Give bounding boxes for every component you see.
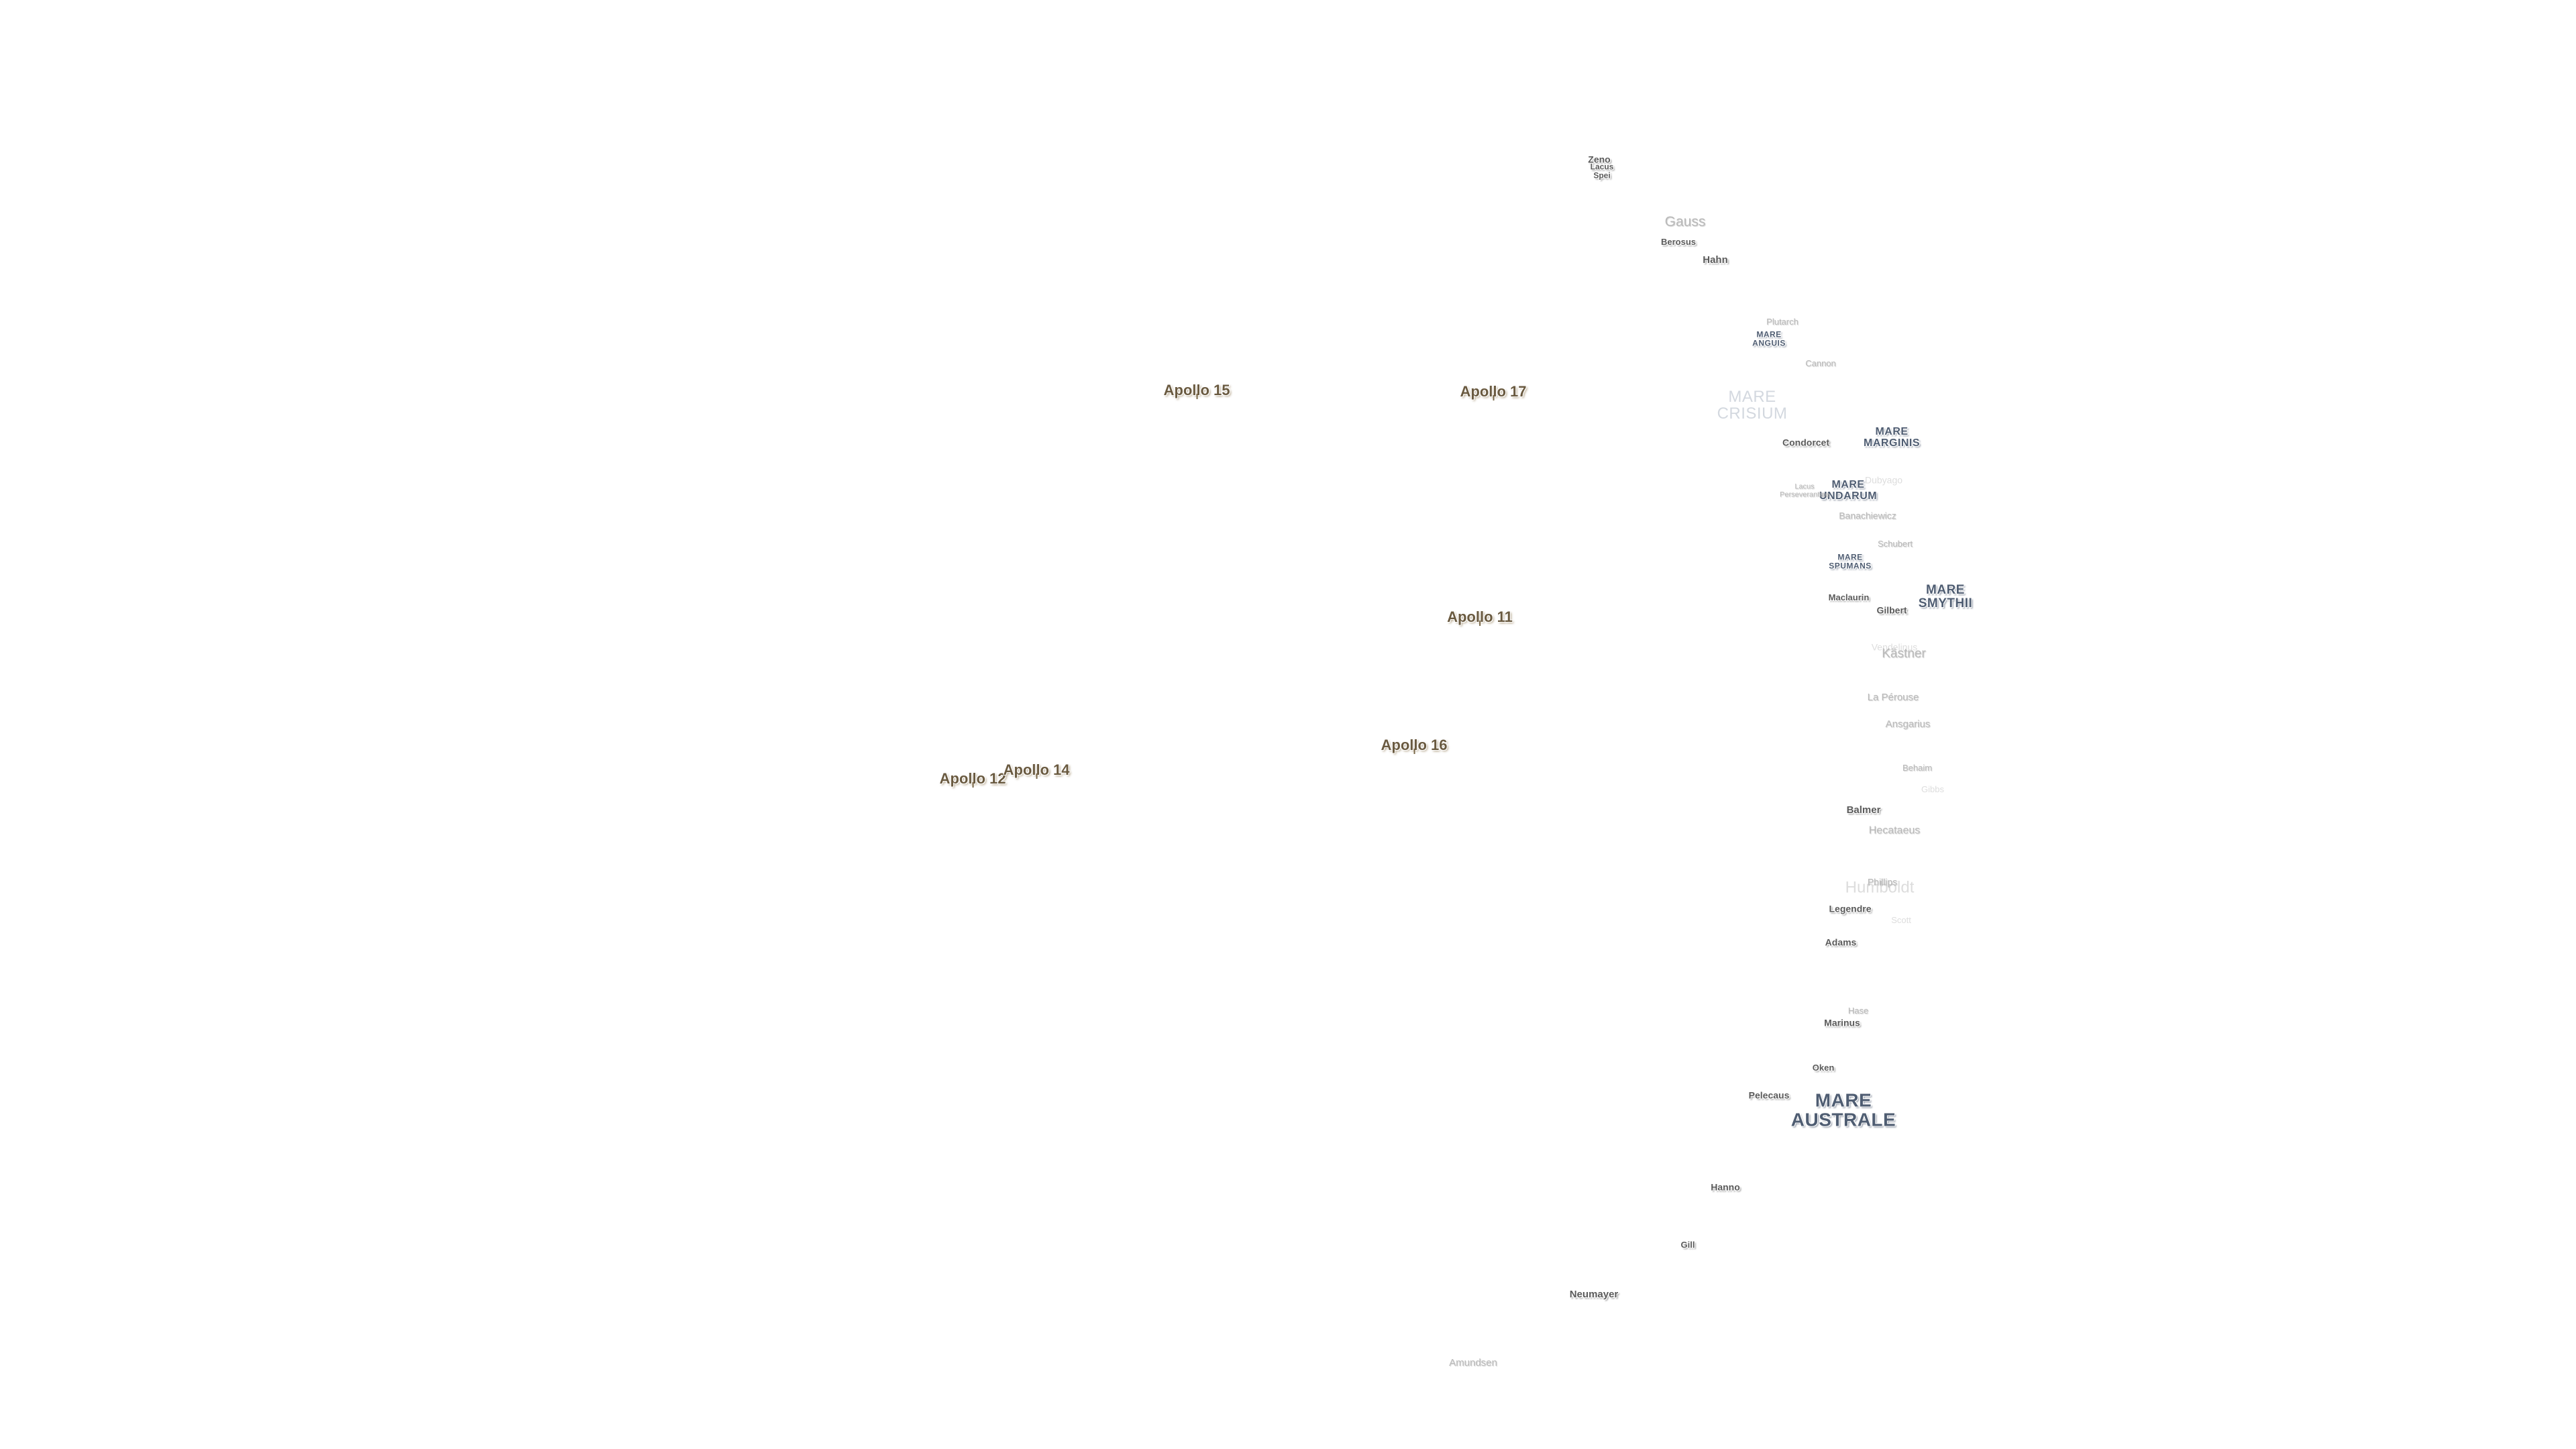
apollo-16-marker[interactable]: Apollo 16 bbox=[1381, 737, 1448, 755]
hecataeus-label: Hecataeus bbox=[1868, 824, 1921, 837]
kastner-label: Kästner bbox=[1882, 647, 1926, 661]
pelecaus-label: Pelecaus bbox=[1748, 1089, 1790, 1101]
cannon-label: Cannon bbox=[1805, 358, 1836, 369]
pin-icon bbox=[971, 782, 973, 788]
hahn-label: Hahn bbox=[1703, 254, 1728, 266]
pin-icon bbox=[1413, 749, 1415, 755]
neumayer-label: Neumayer bbox=[1569, 1289, 1619, 1301]
gibbs-label: Gibbs bbox=[1921, 784, 1944, 795]
condorcet-label: Condorcet bbox=[1782, 437, 1829, 448]
phillips-label: Phillips bbox=[1867, 876, 1898, 888]
banachiewicz-label: Banachiewicz bbox=[1839, 510, 1896, 521]
berosus-label: Berosus bbox=[1660, 237, 1697, 248]
scott-label: Scott bbox=[1891, 915, 1911, 926]
apollo-12-marker[interactable]: Apollo 12 bbox=[939, 770, 1006, 788]
la-perouse-label: La Pérouse bbox=[1867, 692, 1919, 704]
zeno-label: Zeno bbox=[1588, 154, 1611, 165]
pin-icon bbox=[1035, 773, 1037, 780]
balmer-label: Balmer bbox=[1846, 804, 1881, 816]
behaim-label: Behaim bbox=[1902, 763, 1933, 773]
pin-icon bbox=[1479, 621, 1481, 627]
dubyago-label: Dubyago bbox=[1864, 474, 1903, 486]
gilbert-label: Gilbert bbox=[1876, 604, 1907, 616]
plutarch-label: Plutarch bbox=[1766, 317, 1799, 327]
apollo-11-marker[interactable]: Apollo 11 bbox=[1447, 608, 1513, 627]
adams-label: Adams bbox=[1825, 936, 1857, 948]
hanno-label: Hanno bbox=[1711, 1181, 1740, 1193]
pin-icon bbox=[1195, 394, 1197, 400]
pin-icon bbox=[1492, 395, 1494, 401]
ansgarius-label: Ansgarius bbox=[1885, 718, 1931, 731]
humboldt-label: Humboldt bbox=[1845, 878, 1915, 897]
marinus-label: Marinus bbox=[1824, 1017, 1860, 1028]
apollo-14-marker[interactable]: Apollo 14 bbox=[1003, 761, 1070, 780]
legendre-label: Legendre bbox=[1829, 903, 1872, 914]
apollo-17-marker[interactable]: Apollo 17 bbox=[1460, 383, 1527, 401]
gauss-label: Gauss bbox=[1664, 213, 1706, 229]
gill-label: Gill bbox=[1680, 1240, 1695, 1250]
amundsen-label: Amundsen bbox=[1449, 1357, 1497, 1369]
schubert-label: Schubert bbox=[1877, 539, 1913, 549]
oken-label: Oken bbox=[1812, 1063, 1835, 1073]
hase-label: Hase bbox=[1847, 1006, 1869, 1016]
apollo-15-marker[interactable]: Apollo 15 bbox=[1163, 382, 1230, 400]
vendelinus-label: Vendelinus bbox=[1871, 641, 1918, 653]
maclaurin-label: Maclaurin bbox=[1828, 592, 1870, 603]
